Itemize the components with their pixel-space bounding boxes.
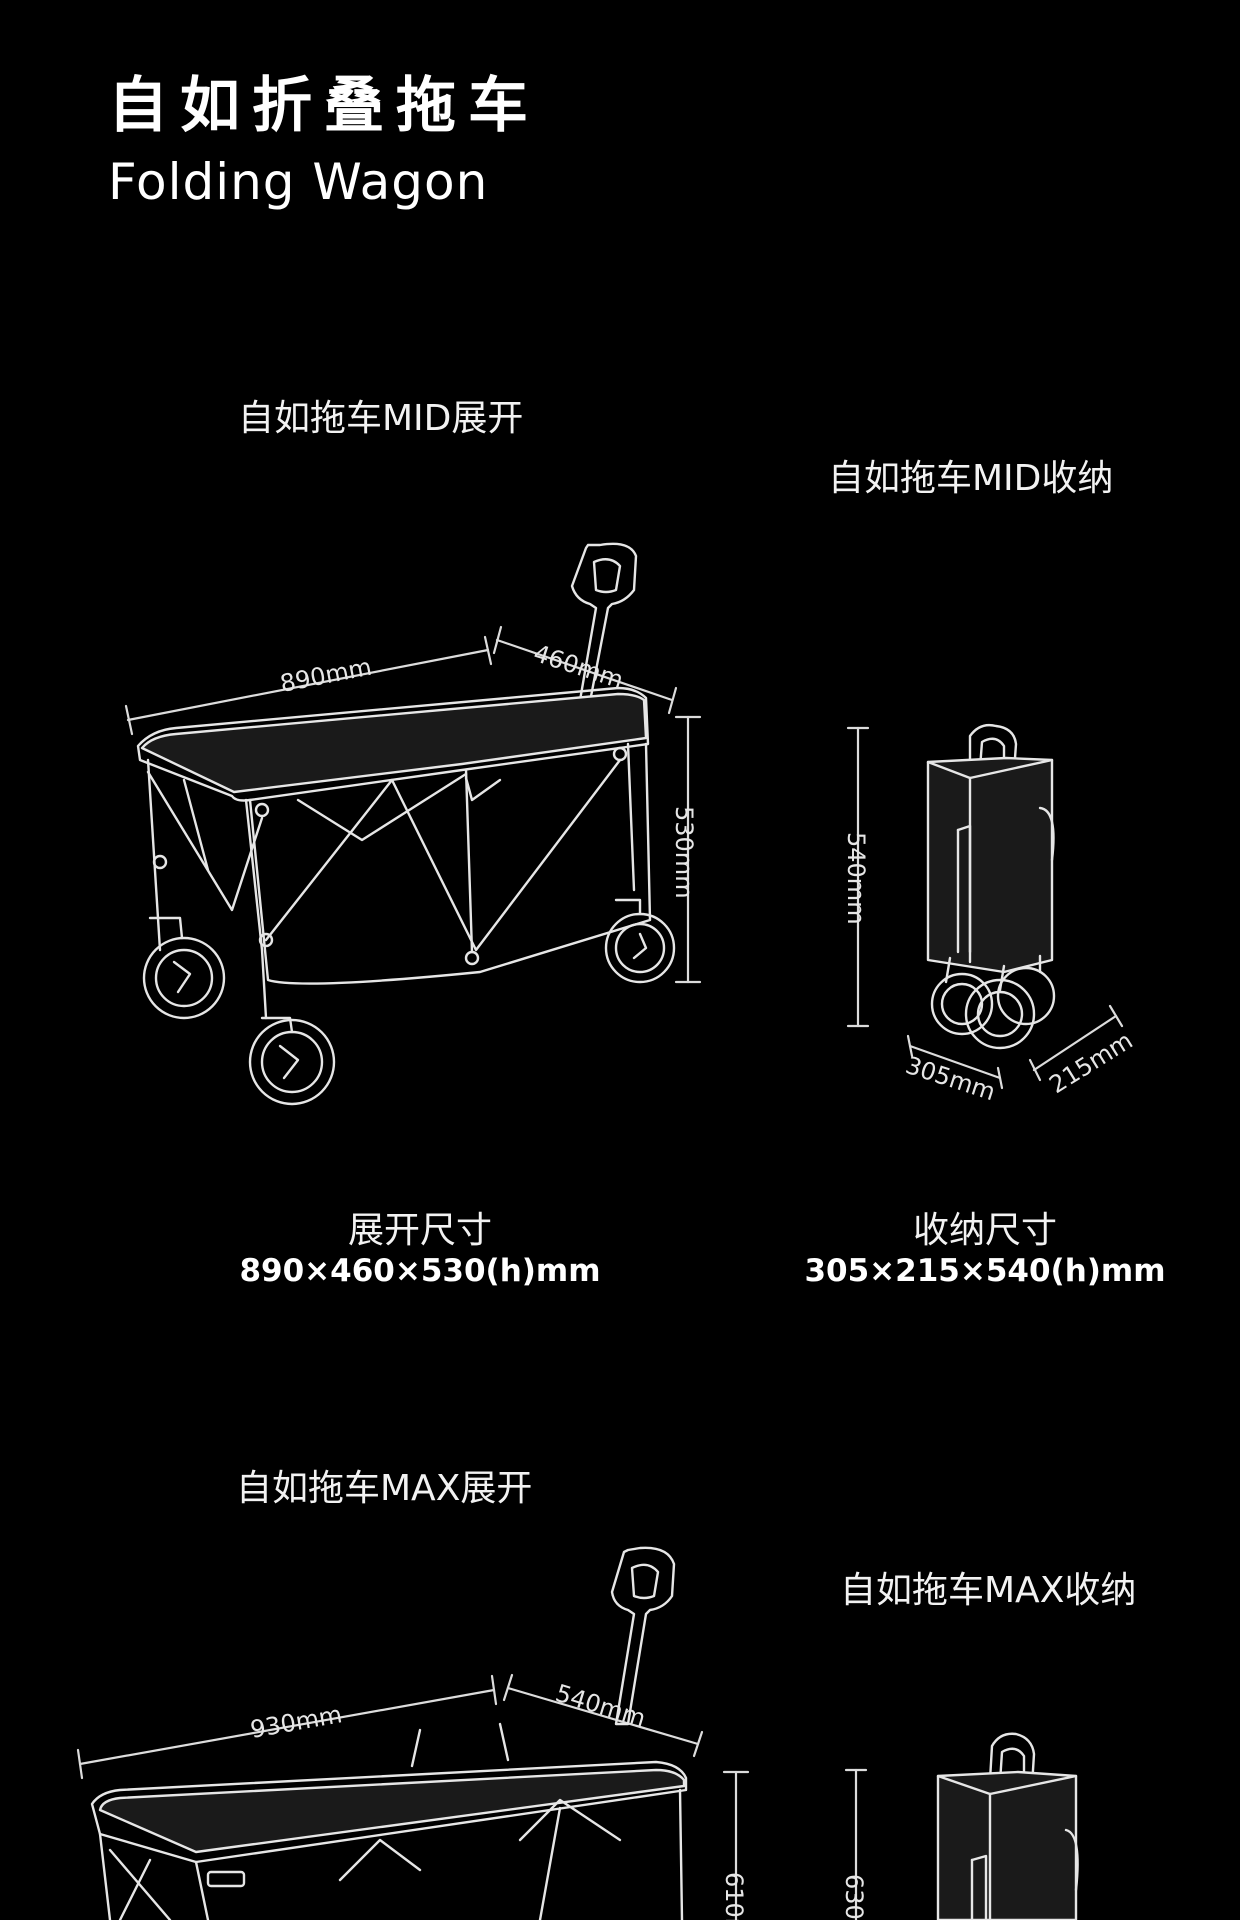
mid-open-height-label: 530mm: [670, 806, 698, 899]
mid-fold-label: 自如拖车MID收纳: [828, 458, 1114, 499]
mid-fold-spec-value: 305×215×540(h)mm: [804, 1253, 1166, 1289]
mid-fold-spec-name: 收纳尺寸: [912, 1210, 1057, 1251]
mid-fold-height-label: 540mm: [842, 832, 870, 925]
mid-open-spec-name: 展开尺寸: [347, 1210, 492, 1251]
page-subtitle: Folding Wagon: [108, 153, 489, 211]
max-open-height-label: 610mm: [720, 1872, 748, 1920]
page-title: 自如折叠拖车: [108, 71, 540, 141]
max-open-label: 自如拖车MAX展开: [236, 1468, 533, 1509]
mid-open-spec-value: 890×460×530(h)mm: [239, 1253, 601, 1289]
max-fold-height-label: 630mm: [840, 1874, 868, 1920]
max-fold-label: 自如拖车MAX收纳: [840, 1570, 1137, 1611]
mid-open-label: 自如拖车MID展开: [238, 398, 524, 439]
